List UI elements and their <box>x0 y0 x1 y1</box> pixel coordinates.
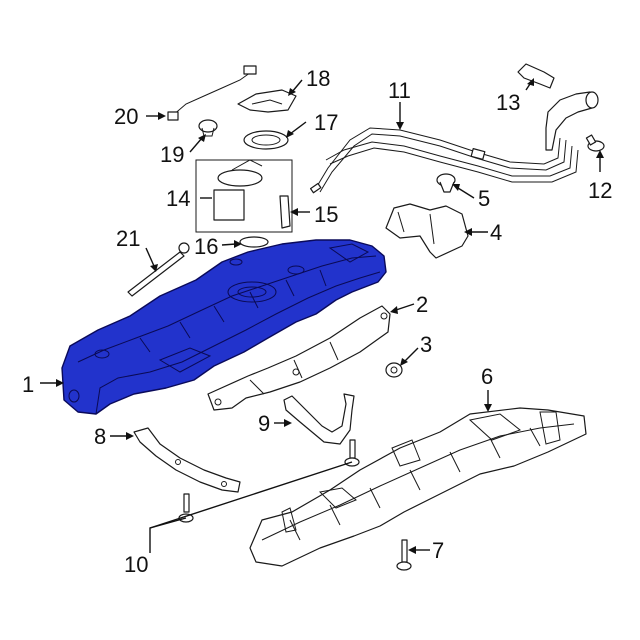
strap-bracket-8 <box>133 427 241 493</box>
gasket-17 <box>243 130 289 150</box>
nut-3 <box>385 362 403 378</box>
heat-shield-4 <box>385 203 469 259</box>
strap-bracket-9 <box>283 393 355 445</box>
callout-18: 18 <box>306 66 330 91</box>
fastener-5 <box>436 173 456 193</box>
leader-lines <box>40 78 604 554</box>
callout-1: 1 <box>22 372 34 397</box>
callout-3: 3 <box>420 332 432 357</box>
lock-ring-18 <box>237 89 297 113</box>
harness-20 <box>167 65 257 121</box>
callout-8: 8 <box>94 424 106 449</box>
callout-11: 11 <box>388 78 411 103</box>
sensor-19 <box>198 119 218 137</box>
filler-neck <box>517 63 599 151</box>
callout-19: 19 <box>160 142 184 167</box>
fuel-lines <box>309 127 579 194</box>
fuel-tank-highlighted <box>61 239 387 415</box>
callout-9: 9 <box>258 411 270 436</box>
skid-plate <box>249 407 587 567</box>
bolt-12 <box>585 134 605 152</box>
callout-2: 2 <box>416 292 428 317</box>
oring-16 <box>239 236 269 248</box>
callout-6: 6 <box>481 364 493 389</box>
heat-shield-bracket <box>207 305 391 411</box>
fuel-tank-body <box>61 239 387 415</box>
callout-13: 13 <box>496 90 520 115</box>
callout-16: 16 <box>194 234 218 259</box>
callout-21: 21 <box>116 226 140 251</box>
pump-module-14 <box>195 159 293 233</box>
callout-17: 17 <box>314 110 338 135</box>
callout-5: 5 <box>478 186 490 211</box>
callout-10: 10 <box>124 552 148 577</box>
bolt-7 <box>396 539 412 571</box>
callout-labels: 1 2 3 4 5 6 7 8 9 10 11 12 13 14 15 16 1… <box>22 66 612 577</box>
callout-12: 12 <box>588 178 612 203</box>
callout-7: 7 <box>432 538 444 563</box>
callout-15: 15 <box>314 202 338 227</box>
rod-21 <box>127 242 190 297</box>
callout-14: 14 <box>166 186 190 211</box>
callout-4: 4 <box>490 220 502 245</box>
callout-20: 20 <box>114 104 138 129</box>
